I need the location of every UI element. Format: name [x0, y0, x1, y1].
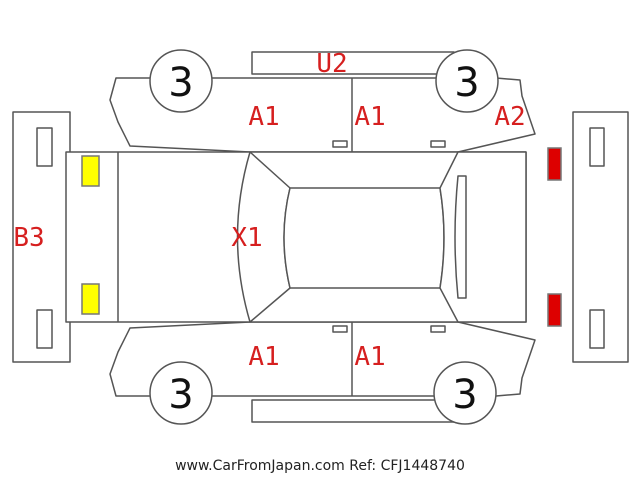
windshield-panel	[439, 151, 527, 323]
front-bumper-notch-bottom	[589, 309, 605, 349]
tyre-top-right: 3	[435, 49, 499, 113]
rear-bumper-notch-top	[36, 127, 53, 167]
top-rear-door-handle	[332, 140, 348, 148]
front-bumper-notch-top	[589, 127, 605, 167]
damage-code-hood: X1	[231, 223, 262, 253]
tyre-bottom-left-grade: 3	[168, 372, 193, 418]
tyre-bottom-right: 3	[433, 361, 497, 425]
tyre-bottom-right-grade: 3	[452, 372, 477, 418]
tyre-bottom-left: 3	[149, 361, 213, 425]
tyre-top-left-grade: 3	[168, 60, 193, 106]
damage-code-bottom-front-door: A1	[354, 342, 385, 372]
damage-code-top-front-door: A1	[354, 102, 385, 132]
roof-strip-top	[251, 51, 455, 75]
damage-code-roof-top: U2	[316, 49, 347, 79]
rear-lamp-bottom	[81, 283, 100, 315]
bottom-front-door-handle	[430, 325, 446, 333]
bottom-rear-door-handle	[332, 325, 348, 333]
damage-code-top-rear-door: A1	[248, 102, 279, 132]
roof-panel	[283, 187, 445, 289]
front-lamp-top	[547, 147, 562, 181]
windshield-glass	[454, 175, 467, 299]
top-front-door-handle	[430, 140, 446, 148]
roof-strip-bottom	[251, 399, 455, 423]
tyre-top-right-grade: 3	[454, 60, 479, 106]
damage-code-rear-bumper: B3	[13, 223, 44, 253]
rear-lamp-top	[81, 155, 100, 187]
tyre-top-left: 3	[149, 49, 213, 113]
reference-footer: www.CarFromJapan.com Ref: CFJ1448740	[175, 458, 465, 474]
front-lamp-bottom	[547, 293, 562, 327]
damage-code-front-fender: A2	[494, 102, 525, 132]
damage-code-bottom-rear-door: A1	[248, 342, 279, 372]
rear-bumper-notch-bottom	[36, 309, 53, 349]
